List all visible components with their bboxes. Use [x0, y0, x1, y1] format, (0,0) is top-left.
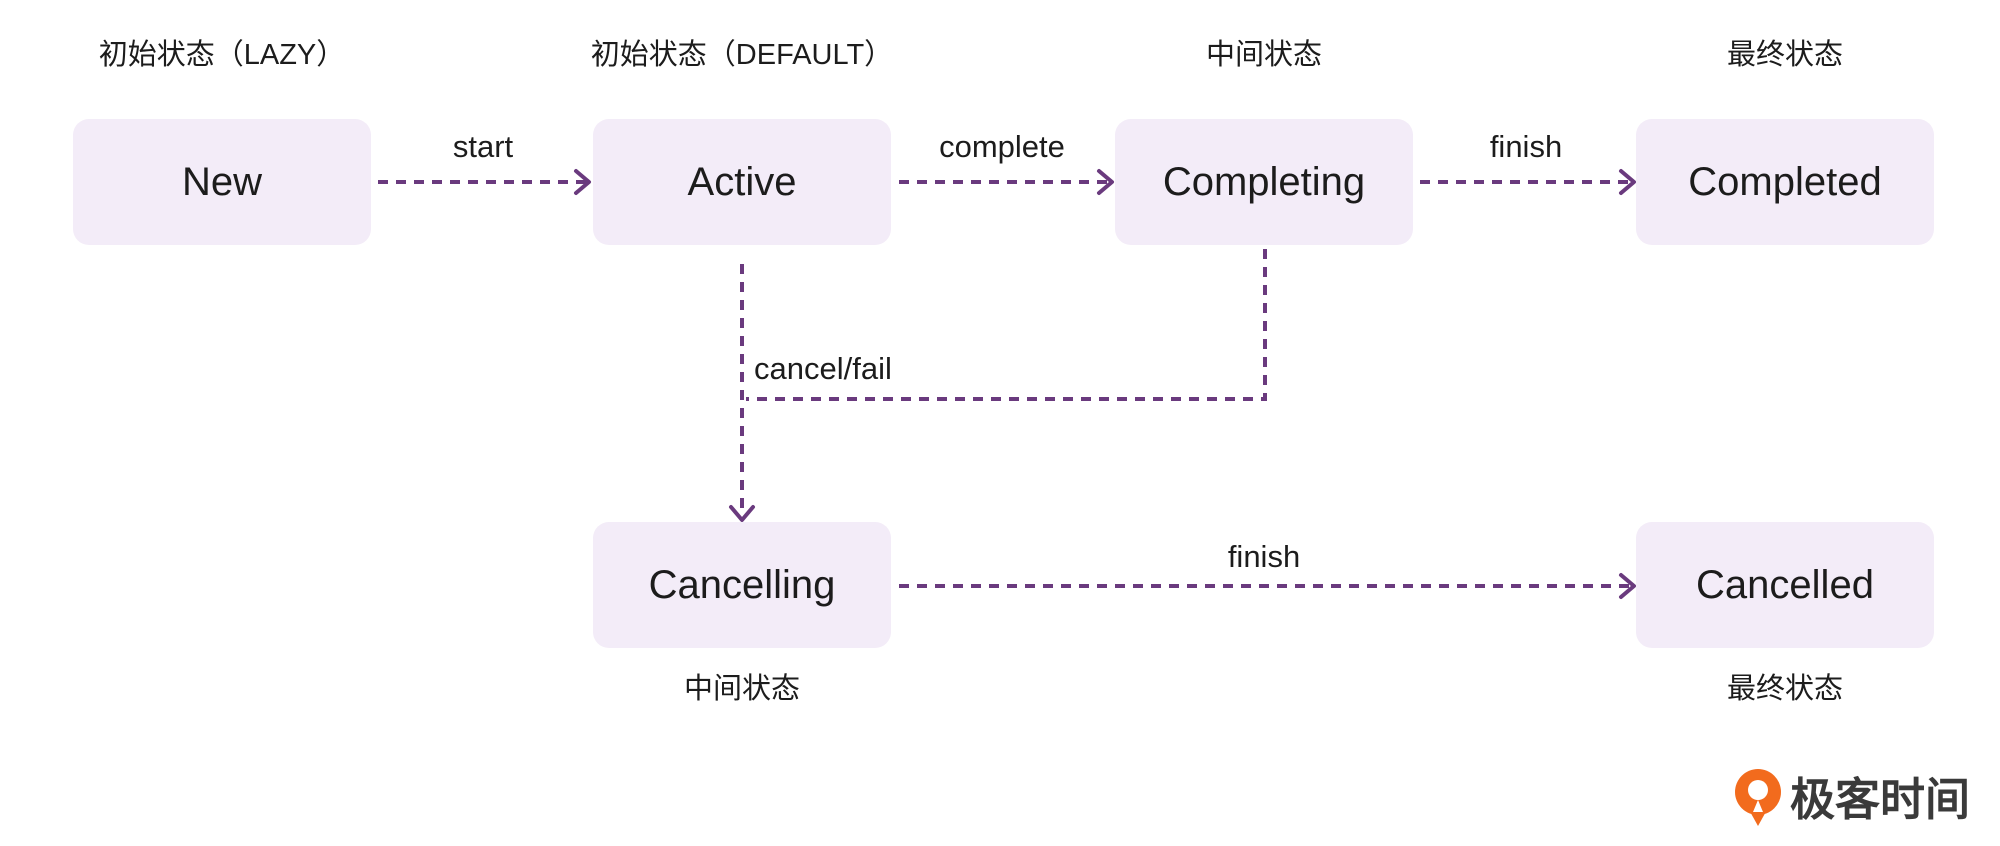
- edge-label-cancel-fail: cancel/fail: [754, 351, 892, 386]
- edge-label-finish-bottom: finish: [1227, 539, 1301, 574]
- node-completing-label: Completing: [1162, 159, 1366, 204]
- edge-finish-bottom-arrowhead: [1619, 573, 1636, 599]
- node-cancelled-label: Cancelled: [1696, 562, 1874, 607]
- edge-complete-arrowhead: [1097, 169, 1114, 195]
- node-active-label: Active: [687, 159, 797, 204]
- node-cancelled: Cancelled: [1636, 522, 1934, 648]
- edge-cancel-completing-line: [746, 249, 1267, 401]
- edge-finish-top-arrowhead: [1619, 169, 1636, 195]
- state-tag-completing: 中间状态: [1205, 39, 1322, 71]
- state-tag-cancelling: 中间状态: [683, 673, 800, 705]
- state-tag-completed: 最终状态: [1726, 39, 1843, 71]
- node-cancelling-label: Cancelling: [648, 562, 836, 607]
- node-new-label: New: [181, 159, 263, 204]
- node-completing: Completing: [1115, 119, 1413, 245]
- node-active: Active: [593, 119, 891, 245]
- node-completed: Completed: [1636, 119, 1934, 245]
- edge-label-finish-top: finish: [1489, 129, 1563, 164]
- node-cancelling: Cancelling: [593, 522, 891, 648]
- state-tag-active: 初始状态（DEFAULT）: [590, 39, 894, 71]
- edge-cancel-arrowhead: [729, 505, 755, 522]
- state-tag-cancelled: 最终状态: [1726, 673, 1843, 705]
- edge-label-complete: complete: [939, 129, 1065, 164]
- edge-start-arrowhead: [574, 169, 591, 195]
- edge-label-start: start: [452, 129, 514, 164]
- logo-wordmark: 极客时间: [1790, 774, 1971, 825]
- node-new: New: [73, 119, 371, 245]
- geektime-logo-icon: [1735, 769, 1781, 826]
- state-tag-new: 初始状态（LAZY）: [98, 39, 346, 71]
- node-completed-label: Completed: [1688, 159, 1882, 204]
